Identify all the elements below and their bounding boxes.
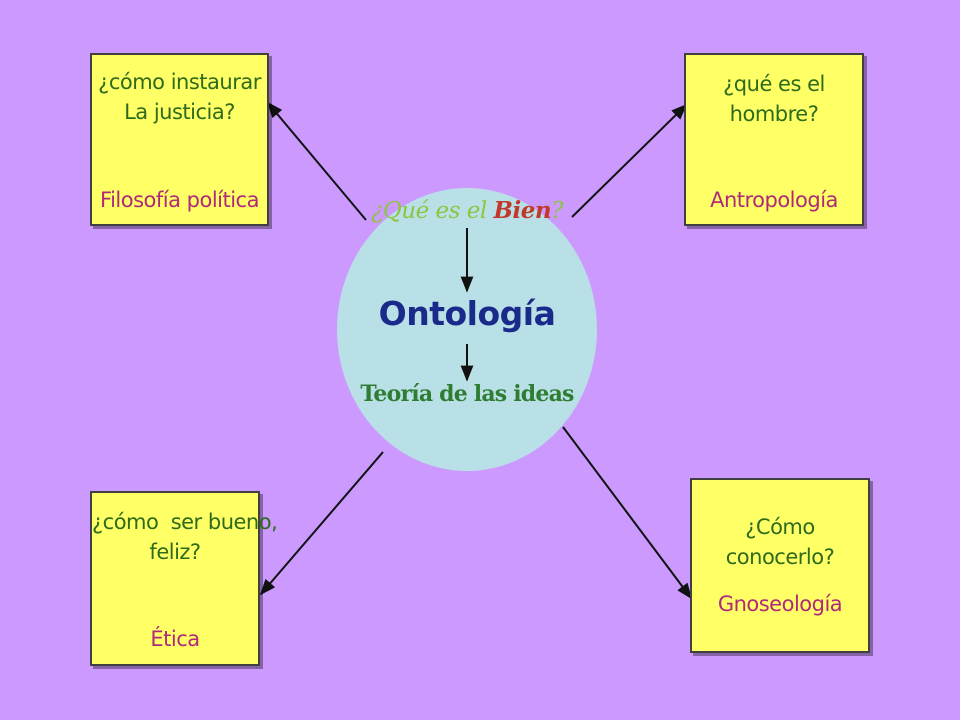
box-bottom-right-answer: Gnoseología [717, 592, 843, 616]
box-top-left: ¿cómo instaurar La justicia? Filosofía p… [90, 53, 269, 226]
box-top-right-answer: Antropología [710, 188, 838, 212]
center-question-mark: ? [551, 198, 563, 224]
arrow-to-top-right [571, 103, 688, 218]
box-bottom-left: ¿cómo ser bueno, feliz? Ética [90, 491, 278, 666]
arrow-to-bottom-right [562, 426, 692, 600]
box-bottom-left-question-line1: ¿cómo ser bueno, [92, 510, 278, 534]
box-bottom-right: ¿Cómo conocerlo? Gnoseología [690, 478, 870, 653]
center-question: ¿Qué es el Bien? [337, 197, 597, 224]
box-bottom-left-answer: Ética [150, 627, 200, 651]
arrow-to-bottom-left [259, 451, 384, 596]
center-question-part1: ¿Qué es el [371, 198, 494, 224]
box-top-right: ¿qué es el hombre? Antropología [684, 53, 864, 226]
box-bottom-left-question-line2: feliz? [149, 540, 201, 564]
box-bottom-right-question-line1: ¿Cómo conocerlo? [725, 515, 835, 569]
box-top-right-question-line1: ¿qué es el hombre? [723, 72, 825, 126]
center-question-bien: Bien [493, 197, 552, 224]
center-subtitle: Teoría de las ideas [360, 381, 574, 407]
center-title: Ontología [378, 294, 556, 333]
box-top-left-question-line1: ¿cómo instaurar [98, 70, 261, 94]
arrow-to-top-left [266, 101, 367, 221]
box-top-left-question-line2: La justicia? [124, 100, 235, 124]
box-top-left-answer: Filosofía política [100, 188, 259, 212]
